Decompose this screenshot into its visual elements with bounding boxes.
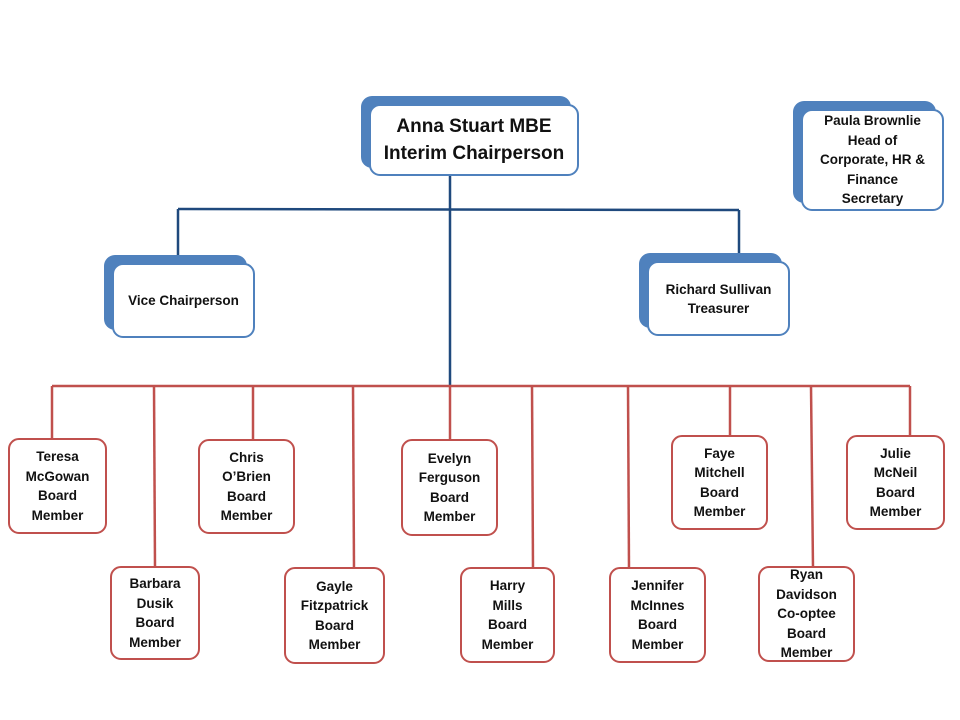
member-role-line: Member (631, 636, 684, 652)
member-first-name: Gayle (316, 578, 353, 594)
board-member-box-barbara-dusik: Barbara Dusik Board Member (110, 566, 200, 660)
board-member-box-faye-mitchell: Faye Mitchell Board Member (671, 435, 768, 530)
member-role-line: Board (637, 617, 677, 632)
board-member-box-julie-mcneil: Julie McNeil Board Member (846, 435, 945, 530)
member-role-line: Board (314, 617, 354, 633)
board-member-box-ryan-davidson: Ryan Davidson Co-optee Board Member (758, 566, 855, 662)
member-role-line: Member (869, 504, 922, 519)
member-last-name: Davidson (776, 586, 837, 602)
member-first-name: Ryan (789, 567, 823, 583)
chairperson-title: Interim Chairperson (383, 143, 565, 164)
vice-chairperson-box: Vice Chairperson (112, 263, 255, 338)
officer-bus-line (177, 207, 740, 212)
member-role-line: Member (693, 504, 746, 519)
member-role-line: Board (37, 488, 77, 503)
board-member-box-jennifer-mcinnes: Jennifer McInnes Board Member (609, 567, 706, 663)
board-member-box-teresa-mcgowan: Teresa McGowan Board Member (8, 438, 107, 534)
member-first-name: Evelyn (427, 450, 472, 466)
member-role-line: Board (487, 617, 527, 632)
board-member-box-harry-mills: Harry Mills Board Member (460, 567, 555, 663)
member-role-line: Board (429, 489, 469, 505)
board-member-box-chris-obrien: Chris O’Brien Board Member (198, 439, 295, 534)
member-last-name: McGowan (25, 468, 90, 484)
board-drop-line (809, 385, 815, 569)
treasurer-name: Richard Sullivan (665, 281, 772, 297)
member-first-name: Teresa (36, 449, 79, 464)
secretary-role-line: Corporate, HR & (819, 152, 925, 168)
member-role-line: Board (135, 615, 175, 630)
member-role-line: Member (481, 636, 534, 652)
member-role-line: Board (699, 484, 739, 500)
board-member-box-gayle-fitzpatrick: Gayle Fitzpatrick Board Member (284, 567, 385, 664)
member-last-name: Mills (492, 597, 523, 613)
secretary-role-line: Finance (846, 171, 898, 187)
board-drop-line (530, 385, 535, 570)
member-role-line: Member (308, 637, 361, 652)
member-role-line: Board (226, 488, 266, 504)
member-role-line: Member (31, 507, 84, 523)
member-first-name: Barbara (129, 576, 181, 591)
member-role-line: Co-optee (777, 606, 836, 622)
member-first-name: Harry (489, 578, 526, 593)
vice-chairperson-title: Vice Chairperson (128, 293, 239, 308)
board-member-box-evelyn-ferguson: Evelyn Ferguson Board Member (401, 439, 498, 536)
member-first-name: Julie (880, 445, 911, 461)
member-last-name: Fitzpatrick (300, 598, 369, 613)
board-drop-line (351, 385, 356, 570)
member-first-name: Chris (229, 449, 264, 465)
board-drop-line (152, 385, 157, 568)
chairperson-name: Anna Stuart MBE (396, 116, 552, 137)
member-role-line: Member (780, 645, 833, 661)
member-first-name: Jennifer (631, 578, 684, 593)
secretary-name: Paula Brownlie (824, 113, 921, 129)
member-first-name: Faye (704, 445, 735, 461)
board-drop-line (626, 385, 631, 570)
treasurer-box: Richard Sullivan Treasurer (647, 261, 790, 336)
member-last-name: McInnes (630, 597, 685, 613)
member-role-line: Member (129, 634, 181, 650)
treasurer-title: Treasurer (687, 300, 750, 316)
member-last-name: Ferguson (418, 470, 481, 485)
member-last-name: O’Brien (222, 469, 271, 484)
member-last-name: Mitchell (694, 465, 745, 480)
member-role-line: Board (875, 484, 915, 500)
secretary-role-line: Head of (847, 132, 898, 148)
member-last-name: Dusik (136, 595, 174, 611)
chairperson-box: Anna Stuart MBE Interim Chairperson (369, 104, 579, 176)
member-role-line: Member (423, 509, 476, 524)
secretary-title: Secretary (841, 191, 904, 207)
member-role-line: Board (786, 625, 826, 641)
member-role-line: Member (220, 508, 273, 523)
member-last-name: McNeil (873, 465, 918, 480)
secretary-box: Paula Brownlie Head of Corporate, HR & F… (801, 109, 944, 211)
